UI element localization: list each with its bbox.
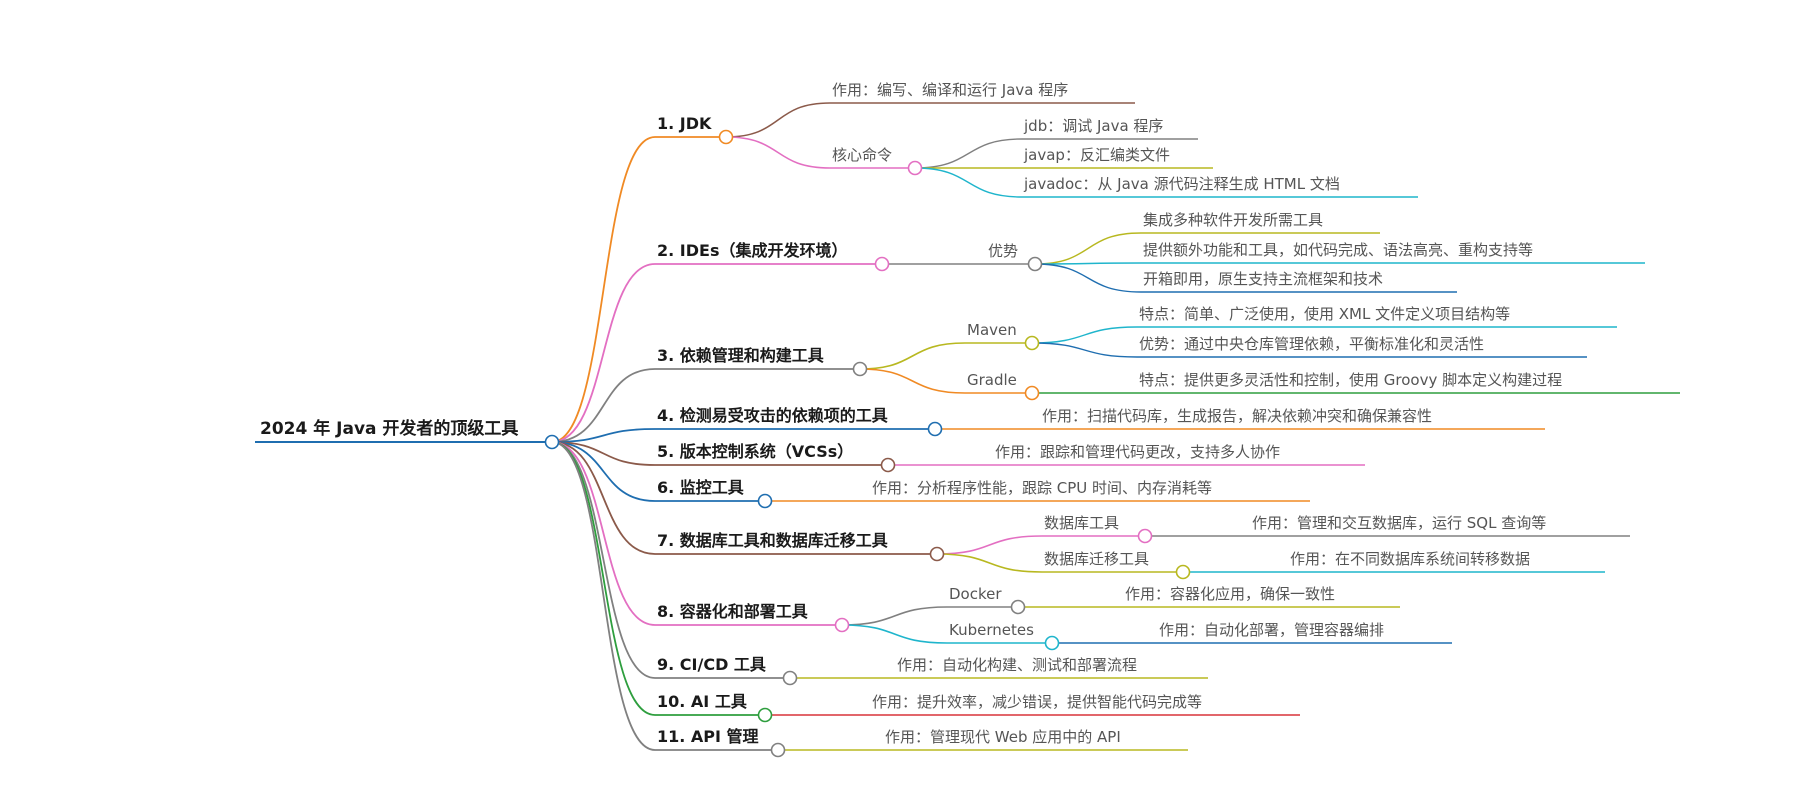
node-label-b8[interactable]: 8. 容器化和部署工具 (657, 602, 808, 621)
connector-b3a1 (1031, 326, 1138, 344)
connector-b8a (841, 606, 948, 626)
collapse-toggle-b5[interactable] (880, 457, 896, 473)
node-label-b8b[interactable]: Kubernetes (949, 621, 1034, 639)
collapse-toggle-b8b[interactable] (1044, 635, 1060, 651)
connector-b10 (551, 441, 656, 716)
connector-b8 (551, 441, 656, 626)
node-label-b3a[interactable]: Maven (967, 321, 1017, 339)
collapse-toggle-b7a[interactable] (1137, 528, 1153, 544)
connector-b1b3 (914, 167, 1023, 198)
collapse-toggle-b3a[interactable] (1024, 335, 1040, 351)
connector-b1b1 (914, 138, 1023, 169)
collapse-toggle-b2[interactable] (874, 256, 890, 272)
node-label-root[interactable]: 2024 年 Java 开发者的顶级工具 (260, 419, 519, 439)
node-label-b7b1[interactable]: 作用：在不同数据库系统间转移数据 (1290, 550, 1531, 568)
connector-b3 (551, 368, 656, 443)
connector-b2a1 (1034, 232, 1142, 265)
node-label-b2a[interactable]: 优势 (988, 242, 1019, 260)
node-label-b6[interactable]: 6. 监控工具 (657, 478, 744, 497)
node-label-b4a[interactable]: 作用：扫描代码库，生成报告，解决依赖冲突和确保兼容性 (1042, 407, 1433, 425)
node-label-b7a[interactable]: 数据库工具 (1044, 514, 1120, 532)
collapse-toggle-b2a[interactable] (1027, 256, 1043, 272)
connector-b6 (551, 441, 656, 502)
connector-b8b (841, 624, 948, 644)
collapse-toggle-b7b[interactable] (1175, 564, 1191, 580)
connector-b1 (551, 136, 656, 443)
node-label-b1b3[interactable]: javadoc：从 Java 源代码注释生成 HTML 文档 (1024, 175, 1340, 193)
node-label-b1b1[interactable]: jdb：调试 Java 程序 (1024, 117, 1164, 135)
node-label-b3b[interactable]: Gradle (967, 371, 1017, 389)
connector-b7b (936, 553, 1043, 573)
node-label-b10[interactable]: 10. AI 工具 (657, 692, 747, 711)
connector-b9 (551, 441, 656, 679)
node-label-b8a[interactable]: Docker (949, 585, 1002, 603)
collapse-toggle-b1b[interactable] (907, 160, 923, 176)
collapse-toggle-b10[interactable] (757, 707, 773, 723)
collapse-toggle-b9[interactable] (782, 670, 798, 686)
node-label-b8a1[interactable]: 作用：容器化应用，确保一致性 (1125, 585, 1336, 603)
connector-b2a2 (1034, 262, 1142, 265)
node-label-b5a[interactable]: 作用：跟踪和管理代码更改，支持多人协作 (995, 443, 1281, 461)
connector-b3a2 (1031, 342, 1138, 358)
node-label-b2a2[interactable]: 提供额外功能和工具，如代码完成、语法高亮、重构支持等 (1143, 241, 1534, 259)
connector-b2 (551, 263, 656, 443)
connector-b3b (859, 368, 966, 394)
node-label-b5[interactable]: 5. 版本控制系统（VCSs） (657, 442, 854, 461)
node-label-b9[interactable]: 9. CI/CD 工具 (657, 655, 766, 674)
node-label-b10a[interactable]: 作用：提升效率，减少错误，提供智能代码完成等 (872, 693, 1203, 711)
node-label-b2[interactable]: 2. IDEs（集成开发环境） (657, 241, 848, 260)
node-label-b4[interactable]: 4. 检测易受攻击的依赖项的工具 (657, 406, 888, 425)
node-label-b2a3[interactable]: 开箱即用，原生支持主流框架和技术 (1143, 270, 1384, 288)
node-label-b8b1[interactable]: 作用：自动化部署，管理容器编排 (1159, 621, 1385, 639)
collapse-toggle-b8a[interactable] (1010, 599, 1026, 615)
connector-b11 (551, 441, 656, 751)
connector-b1b (725, 136, 831, 169)
collapse-toggle-b4[interactable] (927, 421, 943, 437)
node-label-b3a2[interactable]: 优势：通过中央仓库管理依赖，平衡标准化和灵活性 (1139, 335, 1485, 353)
connector-b7a (936, 535, 1043, 555)
connector-b3a (859, 342, 966, 370)
collapse-toggle-root[interactable] (544, 434, 560, 450)
node-label-b1a[interactable]: 作用：编写、编译和运行 Java 程序 (832, 81, 1069, 99)
connector-b7 (551, 441, 656, 555)
node-label-b3[interactable]: 3. 依赖管理和构建工具 (657, 346, 824, 365)
collapse-toggle-b8[interactable] (834, 617, 850, 633)
node-label-b7[interactable]: 7. 数据库工具和数据库迁移工具 (657, 531, 888, 550)
connector-b4 (551, 428, 656, 443)
node-label-b1b2[interactable]: javap：反汇编类文件 (1024, 146, 1170, 164)
node-label-b6a[interactable]: 作用：分析程序性能，跟踪 CPU 时间、内存消耗等 (872, 479, 1213, 497)
node-label-b3a1[interactable]: 特点：简单、广泛使用，使用 XML 文件定义项目结构等 (1139, 305, 1511, 323)
connector-b5 (551, 441, 656, 466)
node-label-b7a1[interactable]: 作用：管理和交互数据库，运行 SQL 查询等 (1252, 514, 1547, 532)
collapse-toggle-b3b[interactable] (1024, 385, 1040, 401)
node-label-b1[interactable]: 1. JDK (657, 114, 712, 133)
collapse-toggle-b1[interactable] (718, 129, 734, 145)
collapse-toggle-b3[interactable] (852, 361, 868, 377)
node-label-b7b[interactable]: 数据库迁移工具 (1044, 550, 1150, 568)
connector-b1a (725, 102, 831, 138)
node-label-b11[interactable]: 11. API 管理 (657, 727, 759, 746)
node-label-b3b1[interactable]: 特点：提供更多灵活性和控制，使用 Groovy 脚本定义构建过程 (1139, 371, 1563, 389)
node-label-b9a[interactable]: 作用：自动化构建、测试和部署流程 (897, 656, 1138, 674)
node-label-b11a[interactable]: 作用：管理现代 Web 应用中的 API (885, 728, 1121, 746)
collapse-toggle-b7[interactable] (929, 546, 945, 562)
node-label-b1b[interactable]: 核心命令 (832, 146, 893, 164)
collapse-toggle-b11[interactable] (770, 742, 786, 758)
node-label-b2a1[interactable]: 集成多种软件开发所需工具 (1143, 211, 1324, 229)
collapse-toggle-b6[interactable] (757, 493, 773, 509)
connector-b2a3 (1034, 263, 1142, 293)
